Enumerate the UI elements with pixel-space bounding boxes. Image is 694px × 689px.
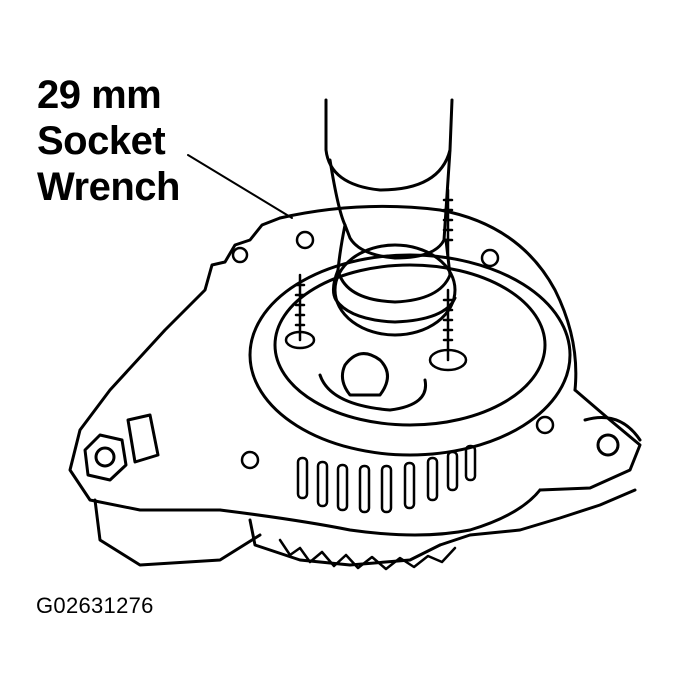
terminal-studs	[284, 188, 468, 372]
callout-line-3: Wrench	[37, 165, 180, 209]
pulley-nut	[318, 352, 428, 412]
pulley-teeth	[278, 538, 457, 571]
socket-wrench-callout-label: 29 mm Socket Wrench	[37, 75, 180, 213]
rear-cover-ring	[248, 243, 572, 457]
callout-line-2: Socket	[37, 119, 166, 163]
left-mounting-bolt	[83, 413, 160, 482]
cooling-vents	[296, 444, 477, 514]
socket-wrench	[324, 98, 457, 324]
right-mounting-ear	[583, 416, 642, 457]
cover-screws	[231, 230, 555, 470]
figure-code: G02631276	[36, 593, 154, 618]
callout-leader-line	[187, 154, 293, 219]
alternator-housing	[68, 204, 642, 567]
callout-line-1: 29 mm	[37, 73, 162, 117]
